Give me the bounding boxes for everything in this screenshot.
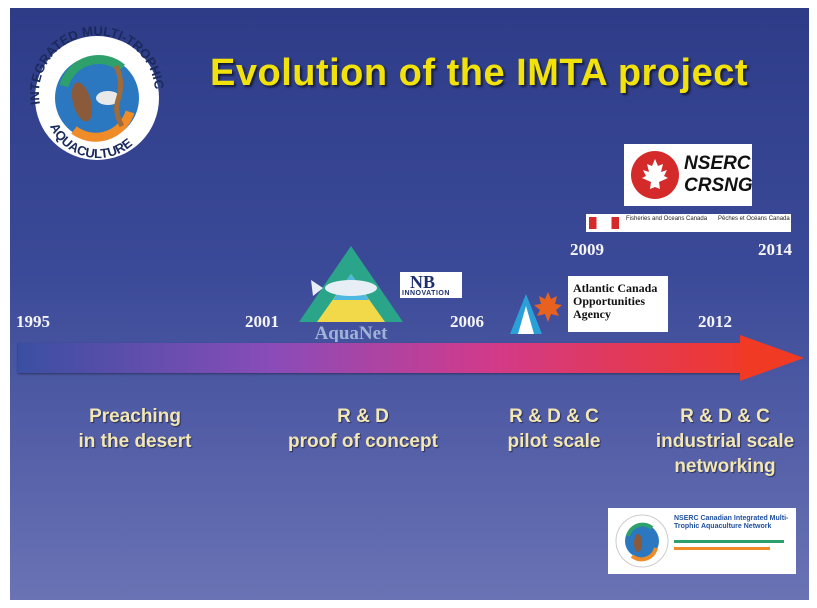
aquanet-label: AquaNet — [315, 323, 389, 342]
acoa-logo: Atlantic Canada Opportunities Agency — [568, 276, 668, 332]
slide-title: Evolution of the IMTA project — [210, 52, 749, 94]
phase-pilot-scale: R & D & C pilot scale — [484, 404, 624, 454]
aquanet-fish-icon — [325, 280, 377, 296]
phase-2-line-1: R & D — [337, 406, 389, 427]
fish-icon — [71, 82, 93, 122]
timeline-arrow-head — [740, 335, 804, 381]
aquanet-logo: AquaNet — [299, 246, 403, 342]
nb-label: NB — [410, 272, 436, 292]
crsng-label: CRSNG — [684, 175, 753, 196]
phase-4-line-2: industrial scale — [655, 431, 795, 452]
network-logo: NSERC Canadian Integrated Multi-Trophic … — [608, 508, 796, 574]
seaweed-icon — [113, 64, 125, 128]
phase-proof-of-concept: R & D proof of concept — [268, 404, 458, 454]
year-2009: 2009 — [570, 240, 604, 259]
phase-3-line-1: R & D & C — [509, 406, 599, 427]
phase-1-line-1: Preaching — [89, 406, 181, 427]
nserc-label: NSERC — [684, 153, 751, 174]
nserc-logo: NSERC CRSNG — [624, 144, 753, 206]
nb-innovation-logo: NB INNOVATION — [400, 272, 462, 298]
nb-sub-label: INNOVATION — [402, 290, 450, 297]
phase-4-line-1: R & D & C — [680, 406, 770, 427]
canada-flag-icon — [589, 217, 619, 229]
year-2006: 2006 — [450, 312, 484, 331]
shell-icon — [96, 91, 120, 105]
phase-3-line-2: pilot scale — [507, 431, 601, 452]
slide: INTEGRATED MULTI-TROPHIC AQUACULTURE Evo… — [10, 8, 809, 600]
phase-2-line-2: proof of concept — [288, 431, 438, 452]
acoa-label: Atlantic Canada Opportunities Agency — [573, 281, 658, 321]
phase-industrial-scale: R & D & C industrial scale networking — [642, 404, 808, 479]
timeline-arrow — [18, 343, 748, 373]
dfo-english: Fisheries and Oceans Canada — [626, 216, 708, 222]
dfo-french: Pêches et Océans Canada — [718, 216, 790, 222]
dfo-banner: Fisheries and Oceans Canada Pêches et Oc… — [586, 214, 791, 232]
imta-logo: INTEGRATED MULTI-TROPHIC AQUACULTURE — [27, 23, 167, 161]
network-imta-icon — [615, 514, 669, 568]
year-1995: 1995 — [16, 312, 50, 331]
network-french-bar-2 — [674, 547, 770, 550]
year-2001: 2001 — [245, 312, 279, 331]
network-label: NSERC Canadian Integrated Multi-Trophic … — [674, 515, 789, 530]
maple-leaf-icon — [631, 151, 679, 199]
acoa-icon — [510, 292, 562, 334]
phase-preaching: Preaching in the desert — [50, 404, 220, 454]
network-french-bar — [674, 540, 784, 543]
phase-1-line-2: in the desert — [78, 431, 192, 452]
phase-4-line-3: networking — [674, 456, 776, 477]
year-2014: 2014 — [758, 240, 792, 259]
year-2012: 2012 — [698, 312, 732, 331]
